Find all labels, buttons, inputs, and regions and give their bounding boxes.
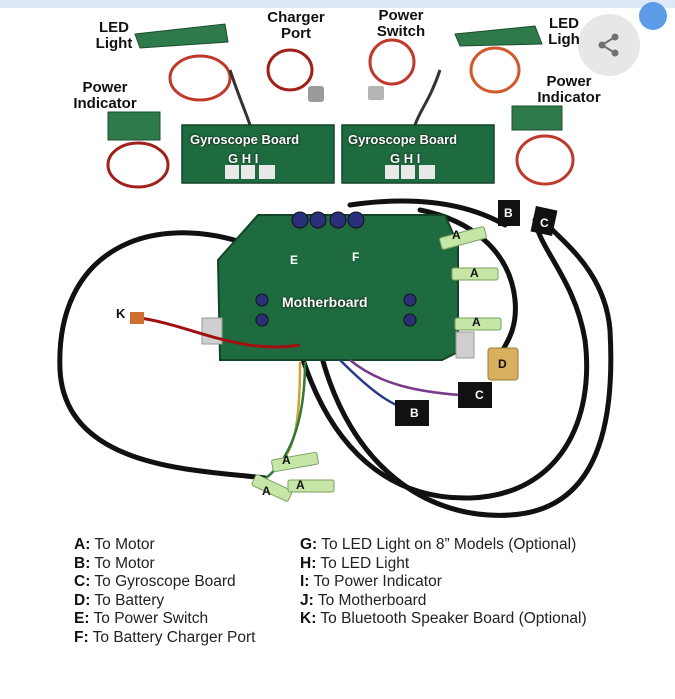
tag-b-top: B	[504, 206, 513, 220]
wiring-diagram	[57, 23, 614, 518]
tag-a-2: A	[470, 266, 479, 280]
legend-item: D: To Battery	[74, 591, 165, 609]
gyroscope-board-right	[341, 124, 495, 184]
tag-a-5: A	[262, 484, 271, 498]
tag-b-bottom: B	[410, 406, 419, 420]
label-led-light-right: LED Ligh	[548, 15, 580, 48]
k-wire	[139, 316, 301, 349]
legend-right-column: G: To LED Light on 8” Models (Optional) …	[300, 536, 587, 629]
label-gyroscope-board-right: Gyroscope Board	[348, 132, 458, 147]
label-power-indicator-left: Power Indicator	[73, 79, 137, 112]
top-bar	[0, 0, 675, 8]
label-power-switch: Power Switch	[376, 7, 426, 40]
legend-item: F: To Battery Charger Port	[74, 628, 256, 646]
legend-item: K: To Bluetooth Speaker Board (Optional)	[300, 610, 587, 628]
charger-port-plug	[308, 86, 324, 102]
b-connector-bottom	[395, 400, 429, 426]
label-charger-port: Charger Port	[267, 9, 325, 42]
gyroscope-connectors	[225, 165, 435, 179]
share-icon	[598, 33, 619, 57]
b-connector-top	[498, 200, 520, 226]
status-dot[interactable]	[639, 2, 667, 30]
tag-a-3: A	[472, 315, 481, 329]
tag-d: D	[498, 357, 507, 371]
d-connector	[487, 347, 519, 381]
led-light-board-right	[454, 25, 543, 47]
label-power-indicator-right: Power Indicator	[537, 73, 601, 106]
label-gyroscope-board-left: Gyroscope Board	[190, 132, 300, 147]
legend-item: B: To Motor	[74, 554, 155, 572]
share-button[interactable]	[578, 14, 640, 76]
legend-item: J: To Motherboard	[300, 591, 427, 609]
gyroscope-board-left	[181, 124, 335, 184]
led-light-board-left	[134, 23, 229, 49]
label-gyro-pins-right: G H I	[390, 151, 421, 166]
tag-a-1: A	[452, 228, 461, 242]
legend-item: A: To Motor	[74, 536, 155, 553]
c-connector-bottom	[458, 382, 492, 408]
motherboard-board	[216, 214, 459, 361]
power-indicator-board-left	[107, 111, 161, 141]
tag-e: E	[290, 253, 299, 267]
k-connector	[130, 312, 144, 324]
label-motherboard: Motherboard	[282, 294, 368, 310]
power-switch-plug	[368, 86, 384, 100]
label-gyro-pins-left: G H I	[228, 151, 259, 166]
legend-item: H: To LED Light	[300, 554, 410, 572]
legend-item: I: To Power Indicator	[300, 573, 442, 591]
tag-k: K	[116, 306, 126, 321]
tag-a-6: A	[296, 478, 305, 492]
a-connectors	[251, 226, 502, 502]
legend-left-column: A: To Motor B: To Motor C: To Gyroscope …	[74, 536, 256, 648]
tag-c-bottom: C	[475, 388, 484, 402]
power-indicator-board-right	[511, 105, 563, 131]
motor-cables	[57, 198, 614, 518]
tag-a-4: A	[282, 453, 291, 467]
tag-c-top: C	[540, 216, 549, 230]
capacitors	[255, 211, 417, 327]
motherboard-bracket	[201, 317, 223, 345]
top-wire-loops	[106, 38, 575, 189]
motherboard-bracket-right	[455, 331, 475, 359]
tag-f: F	[352, 250, 360, 264]
label-led-light-left: LED Light	[95, 19, 133, 52]
legend-item: E: To Power Switch	[74, 610, 209, 628]
legend-item: C: To Gyroscope Board	[74, 573, 236, 591]
c-connector-top	[530, 205, 558, 237]
legend-item: G: To LED Light on 8” Models (Optional)	[300, 536, 577, 553]
